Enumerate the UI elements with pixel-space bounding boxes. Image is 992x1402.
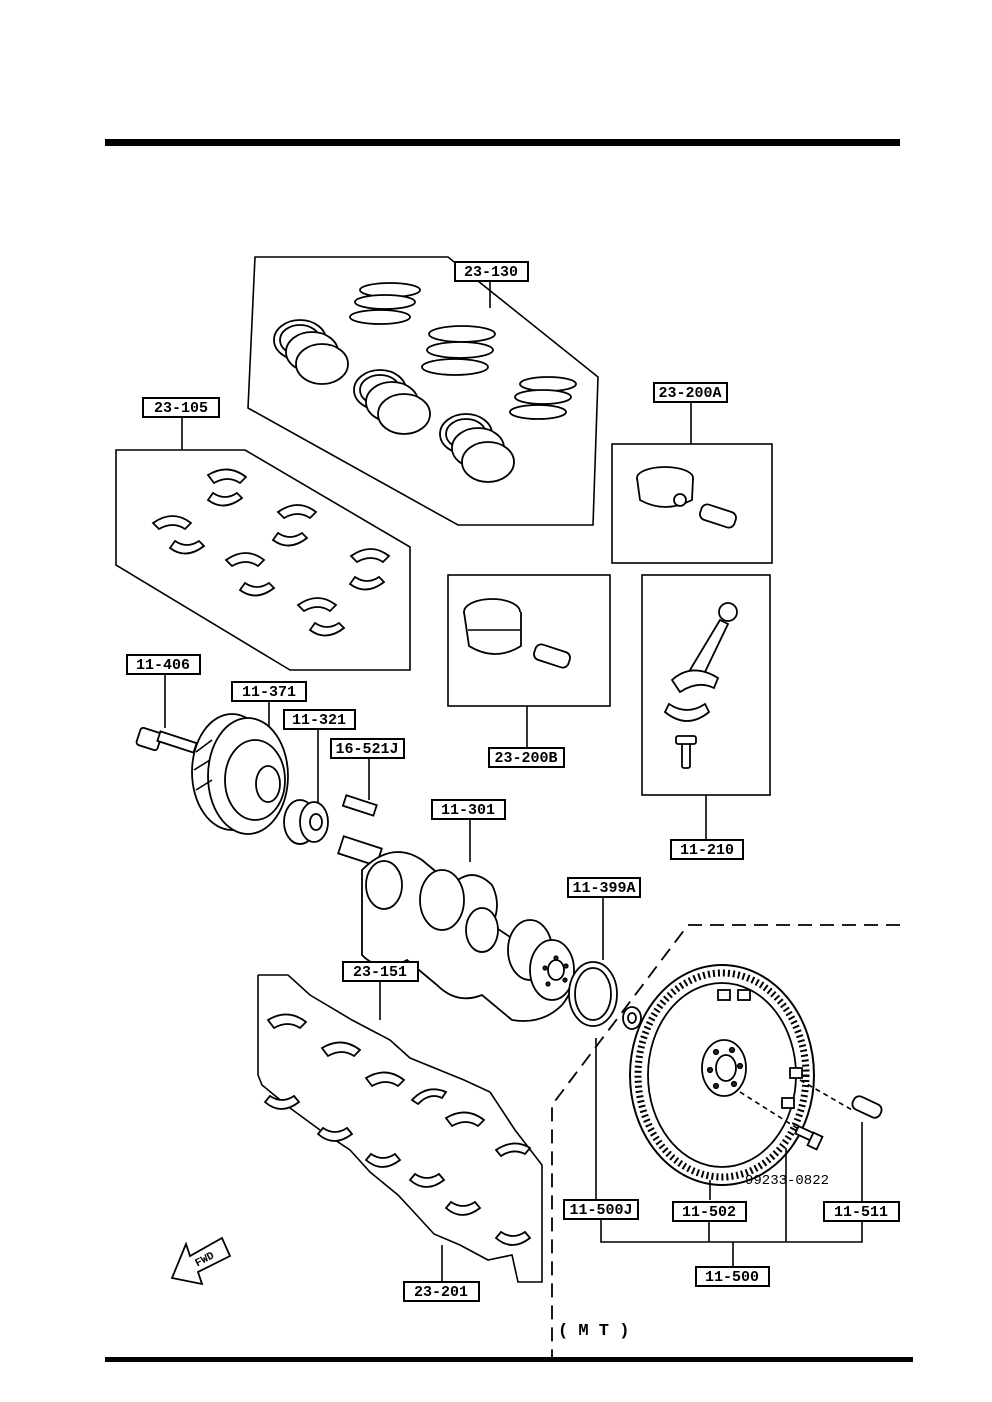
- bolt-part-number: 99233-0822: [745, 1173, 829, 1189]
- label-box-23-201: [403, 1281, 480, 1302]
- woodruff-key-icon: [341, 794, 378, 817]
- fwd-arrow-icon: FWD: [170, 1236, 232, 1286]
- label-16-521J: 16-521J: [335, 741, 398, 758]
- label-11-371: 11-371: [242, 684, 296, 701]
- piston-ring-set-group: [247, 256, 599, 526]
- label-box-11-500: [695, 1266, 770, 1287]
- label-11-210: 11-210: [680, 842, 734, 859]
- bearing-shell-icon: [151, 468, 391, 637]
- label-11-502: 11-502: [682, 1204, 736, 1221]
- label-box-23-105: [142, 397, 220, 418]
- label-11-321: 11-321: [292, 712, 346, 729]
- label-box-23-200B: [488, 747, 565, 768]
- piston-ring-icon: [349, 282, 577, 420]
- label-box-11-321: [283, 709, 356, 730]
- main-bearing-set-group: [257, 974, 543, 1283]
- label-11-511: 11-511: [834, 1204, 888, 1221]
- flywheel-bolt-icon: [794, 1124, 824, 1151]
- label-11-500: 11-500: [705, 1269, 759, 1286]
- label-11-500J: 11-500J: [569, 1202, 632, 1219]
- oil-ring-icon: [273, 319, 515, 483]
- crankshaft-icon: [337, 835, 575, 1022]
- label-23-151: 23-151: [353, 964, 407, 981]
- label-23-201: 23-201: [414, 1284, 468, 1301]
- label-box-11-399A: [567, 877, 641, 898]
- label-box-16-521J: [330, 738, 405, 759]
- label-23-200B: 23-200B: [494, 750, 557, 767]
- label-box-23-200A: [653, 382, 728, 403]
- piston-kit-b-box: [447, 574, 611, 707]
- label-23-200A: 23-200A: [658, 385, 721, 402]
- flywheel-icon: [629, 964, 815, 1186]
- piston-icon: [636, 466, 737, 529]
- crank-pulley-bolt-icon: [135, 726, 198, 754]
- rod-bearing-set-group: [115, 417, 411, 671]
- label-11-406: 11-406: [136, 657, 190, 674]
- bottom-rule: [105, 1357, 913, 1362]
- label-box-11-406: [126, 654, 201, 675]
- label-box-23-130: [454, 261, 529, 282]
- label-11-301: 11-301: [441, 802, 495, 819]
- piston-kit-a-box: [611, 443, 773, 564]
- label-11-399A: 11-399A: [572, 880, 635, 897]
- mt-variant-note: ( M T ): [558, 1322, 629, 1341]
- pilot-bearing-icon: [622, 1006, 642, 1030]
- label-23-105: 23-105: [154, 400, 208, 417]
- label-box-11-210: [670, 839, 744, 860]
- label-box-11-301: [431, 799, 506, 820]
- crankshaft-pulley-icon: [191, 713, 289, 835]
- connecting-rod-icon: [663, 602, 738, 769]
- label-23-130: 23-130: [464, 264, 518, 281]
- rear-oil-seal-icon: [568, 961, 618, 1027]
- timing-sprocket-icon: [283, 799, 329, 845]
- top-rule: [105, 139, 900, 146]
- piston-icon: [463, 598, 571, 669]
- dowel-pin-icon: [851, 1095, 883, 1119]
